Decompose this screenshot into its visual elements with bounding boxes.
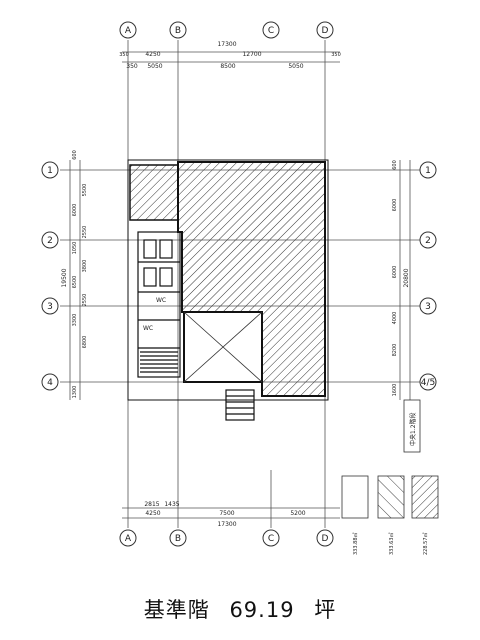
left-row-10: 1300 [72, 386, 78, 399]
axis-right-1: 2 [425, 236, 431, 246]
outer-wall [127, 159, 329, 401]
axis-top-3-circle [316, 21, 334, 39]
top-sub-0: 350 [126, 63, 138, 70]
axis-bottom-0-circle [119, 529, 137, 547]
bottom-first-1: 1435 [164, 501, 179, 508]
axis-top-2-circle [262, 21, 280, 39]
bottom-total: 17300 [217, 521, 236, 528]
note-text: 中央1.2階段 [409, 412, 417, 446]
axis-right-2: 3 [425, 302, 431, 312]
right-row-4: 8200 [392, 344, 398, 357]
left-row-0: 600 [72, 150, 78, 160]
axis-top-0-circle [119, 21, 137, 39]
legend-swatch-plain [341, 475, 369, 519]
axis-right-0-circle [419, 161, 437, 179]
axis-top-1-circle [169, 21, 187, 39]
axis-right-1-circle [419, 231, 437, 249]
floor-label: 基準階 [143, 598, 210, 622]
area-value: 69.19 [229, 598, 295, 622]
axis-bottom-2: C [268, 534, 274, 544]
right-row-3: 4000 [392, 312, 398, 325]
axis-bottom-3-circle [316, 529, 334, 547]
axis-left-1-circle [41, 231, 59, 249]
top-total: 17300 [217, 41, 236, 48]
left-row-6: 6500 [72, 276, 78, 289]
axis-left-1: 2 [47, 236, 53, 246]
top-sub-2: 8500 [220, 63, 235, 70]
right-total: 20800 [403, 268, 410, 287]
left-total: 19500 [61, 268, 68, 287]
note-box [403, 399, 421, 453]
left-row-8: 3300 [72, 314, 78, 327]
left-row-5: 3800 [82, 260, 88, 273]
left-row-2: 6000 [72, 204, 78, 217]
floor-caption: 基準階 69.19 坪 [0, 594, 480, 624]
axis-bottom-1-circle [169, 529, 187, 547]
axis-top-2: C [268, 26, 274, 36]
top-edge-0: 350 [119, 52, 129, 58]
area-unit: 坪 [314, 598, 337, 622]
axis-right-3: 4/5 [421, 378, 435, 388]
axis-right-3-circle [419, 373, 437, 391]
left-row-9: 6800 [82, 336, 88, 349]
wc-label-2: WC [143, 325, 153, 332]
west-hatched-strip [129, 164, 179, 221]
top-sub-1: 5050 [147, 63, 162, 70]
wc-label-1: WC [156, 297, 166, 304]
left-row-3: 2550 [82, 226, 88, 239]
axis-bottom-3: D [322, 534, 329, 544]
legend-value-3: 228.57㎡ [422, 533, 429, 556]
bottom-span-1: 7500 [219, 510, 234, 517]
legend-value-2: 333.63㎡ [388, 533, 395, 556]
legend: 333.88㎡ 333.63㎡ 228.57㎡ [341, 475, 439, 556]
left-row-1: 5500 [82, 184, 88, 197]
axis-right-2-circle [419, 297, 437, 315]
axis-top-0: A [125, 26, 132, 36]
left-row-7: 2550 [82, 294, 88, 307]
axis-right-0: 1 [425, 166, 431, 176]
axis-left-0-circle [41, 161, 59, 179]
axis-bottom-2-circle [262, 529, 280, 547]
right-row-2: 6000 [392, 266, 398, 279]
right-row-0: 600 [392, 160, 398, 170]
axis-left-2-circle [41, 297, 59, 315]
top-span-0: 4250 [145, 51, 160, 58]
top-edge-1: 350 [331, 52, 341, 58]
axis-bottom-0: A [125, 534, 132, 544]
legend-swatch-hatch-2 [411, 475, 439, 519]
axis-left-3-circle [41, 373, 59, 391]
bottom-first-0: 2815 [144, 501, 159, 508]
right-row-5: 1600 [392, 384, 398, 397]
axis-bottom-1: B [175, 534, 181, 544]
axis-top-1: B [175, 26, 181, 36]
floor-plan-svg: A B C D A B C D 1 2 3 4 1 2 3 4/5 17300 4250 12700 350 350 3… [41, 21, 439, 556]
axis-top-3: D [322, 26, 329, 36]
left-row-4: 1050 [72, 242, 78, 255]
axis-left-0: 1 [47, 166, 53, 176]
axis-left-2: 3 [47, 302, 53, 312]
legend-swatch-hatch-1 [377, 475, 405, 519]
axis-left-3: 4 [47, 378, 53, 388]
top-sub-3: 5050 [288, 63, 303, 70]
service-core [137, 231, 255, 421]
bottom-span-0: 4250 [145, 510, 160, 517]
legend-value-1: 333.88㎡ [352, 533, 359, 556]
top-span-1: 12700 [242, 51, 261, 58]
bottom-span-2: 5200 [290, 510, 305, 517]
right-row-1: 6000 [392, 199, 398, 212]
